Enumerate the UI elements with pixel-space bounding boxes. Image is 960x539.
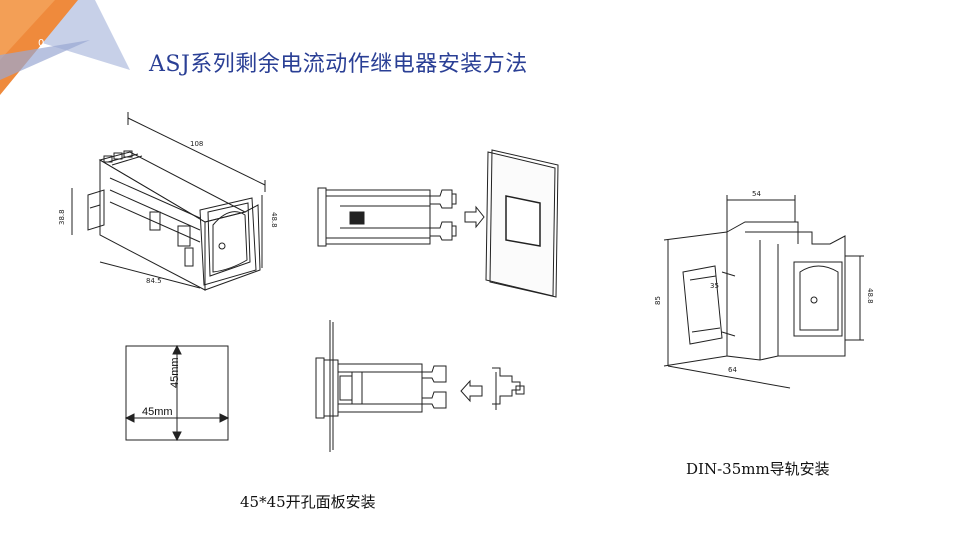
dim-cutout-width: 45mm	[142, 406, 173, 418]
dim-iso-length: 108	[190, 140, 203, 148]
dim-din-rail: 35	[710, 282, 719, 290]
corner-decoration	[0, 0, 130, 95]
dim-iso-height: 38.8	[58, 209, 66, 225]
caption-din-rail: DIN-35mm导轨安装	[686, 460, 830, 478]
din-rail-relay-drawing: 54 35 85 64 48.8	[654, 190, 874, 389]
dim-iso-width: 84.5	[146, 277, 162, 285]
slide-title: ASJ系列剩余电流动作继电器安装方法	[149, 52, 528, 77]
slide-number: 0	[38, 38, 45, 49]
dim-din-top: 54	[752, 190, 761, 198]
iso-relay-drawing: 108 38.8 48.8 84.5	[58, 112, 278, 291]
dim-din-height: 85	[654, 296, 662, 305]
dim-iso-front: 48.8	[270, 212, 278, 228]
dim-din-depth: 64	[728, 366, 737, 374]
panel-cutout-drawing	[485, 149, 559, 298]
side-relay-drawing	[317, 187, 485, 247]
dim-din-right: 48.8	[866, 288, 874, 304]
cutout-square-drawing: 45mm 45mm	[124, 344, 230, 442]
caption-panel-mount: 45*45开孔面板安装	[240, 493, 376, 511]
dim-cutout-height: 45mm	[169, 357, 181, 388]
panel-mounted-relay-drawing	[315, 320, 525, 452]
